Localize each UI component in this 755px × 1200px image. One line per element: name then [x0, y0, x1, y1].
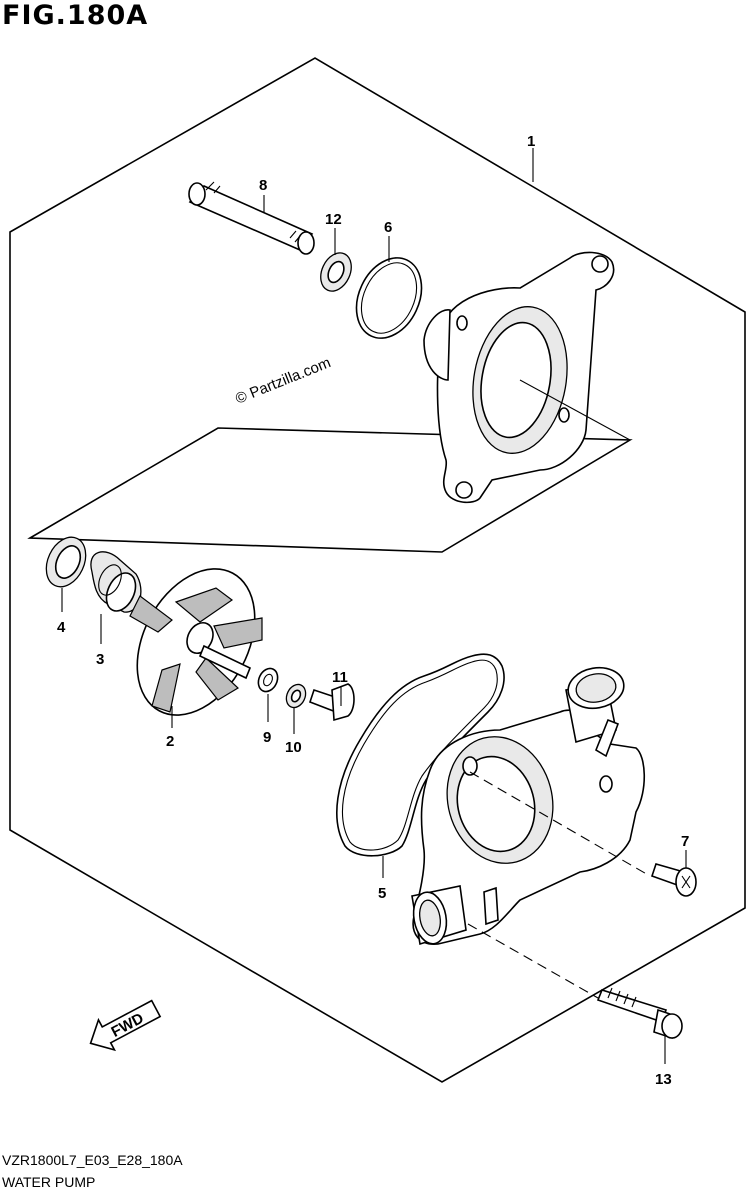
fwd-arrow-icon: FWD	[89, 999, 162, 1052]
callout-12: 12	[325, 211, 342, 228]
diagram-name: WATER PUMP	[2, 1174, 96, 1190]
impeller-part-2	[129, 568, 263, 716]
figure-title: FIG.180A	[2, 0, 149, 31]
callout-6: 6	[384, 219, 392, 236]
washer-part-9	[257, 667, 279, 693]
bolt-part-11	[308, 683, 355, 722]
outer-frame	[9, 57, 746, 1083]
watermark: © Partzilla.com	[233, 354, 333, 408]
diagram-code: VZR1800L7_E03_E28_180A	[2, 1152, 183, 1168]
callout-5: 5	[378, 885, 386, 902]
washer-part-10	[285, 683, 307, 709]
callout-8: 8	[259, 177, 267, 194]
callout-4: 4	[57, 619, 66, 636]
pump-cover-part-1	[423, 251, 615, 504]
callout-1: 1	[527, 133, 535, 150]
mechanical-seal-part-3	[90, 551, 142, 613]
shaft-part-8	[188, 181, 315, 255]
washer-part-12	[320, 252, 352, 292]
bolt-part-13	[596, 987, 683, 1040]
callout-10: 10	[285, 739, 302, 756]
gasket-part-5	[336, 653, 505, 857]
leader-lines	[61, 148, 687, 1064]
pump-housing	[411, 666, 646, 946]
callout-3: 3	[96, 651, 104, 668]
oring-part-6	[355, 257, 423, 339]
callout-13: 13	[655, 1071, 672, 1088]
oil-seal-part-4	[45, 536, 87, 588]
callout-9: 9	[263, 729, 271, 746]
screw-part-7	[650, 863, 697, 897]
callout-7: 7	[681, 833, 689, 850]
callout-11: 11	[332, 669, 348, 686]
callout-2: 2	[166, 733, 174, 750]
